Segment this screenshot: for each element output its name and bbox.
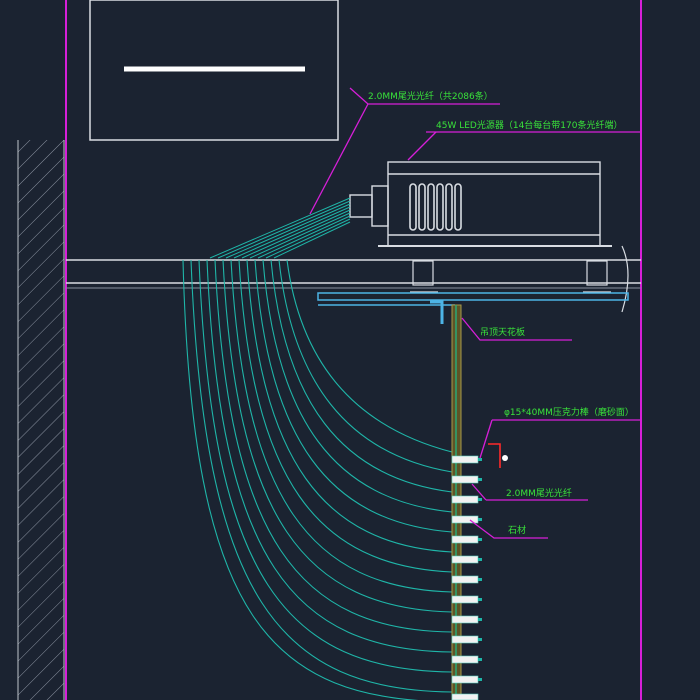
pressure-pin-label: φ15*40MM压克力棒（磨砂面） bbox=[504, 406, 634, 418]
light-source-label: 45W LED光源器（14台每台带170条光纤端） bbox=[436, 119, 622, 131]
ceiling-board-label: 吊顶天花板 bbox=[480, 326, 525, 338]
ceiling-board bbox=[317, 292, 629, 324]
hanger-bracket-left bbox=[410, 260, 438, 293]
red-marker-icon bbox=[488, 443, 508, 468]
stone-label: 石材 bbox=[508, 524, 526, 536]
hatched-wall-icon bbox=[17, 140, 65, 700]
upper-equipment-box bbox=[89, 0, 339, 141]
section-break-arc bbox=[621, 245, 629, 313]
hanger-bracket-right bbox=[583, 260, 611, 293]
led-light-source-icon bbox=[349, 161, 612, 247]
fiber-end-label: 2.0MM尾光光纤 bbox=[506, 487, 572, 499]
fiber-end-pin bbox=[451, 455, 479, 700]
annotation-leaders bbox=[309, 87, 640, 539]
ceiling-slab bbox=[66, 259, 641, 289]
fiber-bundle-label: 2.0MM尾光光纤（共2086条） bbox=[368, 90, 493, 102]
fiber-end-pins bbox=[451, 455, 482, 700]
fiber-bundle bbox=[209, 197, 351, 259]
fiber-fan bbox=[182, 259, 453, 700]
